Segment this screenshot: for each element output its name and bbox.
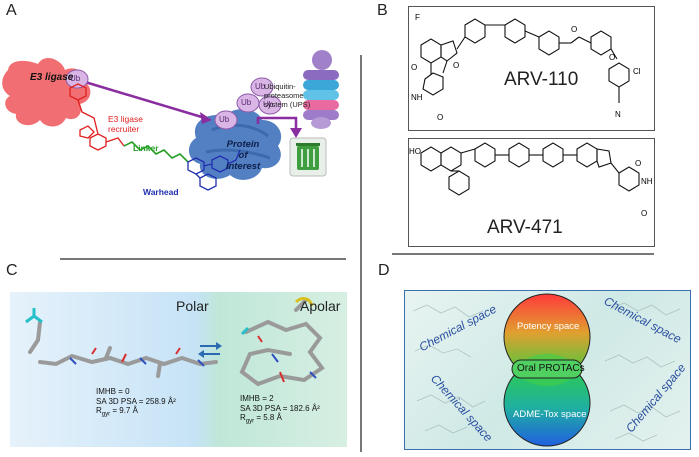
- ups-label-line3: system (UPS): [264, 100, 311, 109]
- polar-rgyr-sub: gyr: [101, 411, 111, 418]
- e3-recruiter-label: E3 ligase recruiter: [108, 114, 143, 134]
- atom-nh-2: NH: [641, 177, 653, 186]
- oral-protacs-pill: [511, 359, 583, 379]
- polar-label: Polar: [176, 298, 209, 314]
- atom-n-nitrile: N: [615, 110, 621, 119]
- ub-label-5: Ub: [219, 115, 230, 124]
- polar-rgyr: Rgyr = 9.7 Å: [96, 406, 176, 420]
- potency-space-label: Potency space: [517, 321, 580, 332]
- polar-rgyr-symbol: R: [96, 406, 102, 415]
- e3-ligase-blob: [2, 57, 91, 127]
- polar-imhb: IMHB = 0: [96, 387, 130, 396]
- protac-molecule: [69, 83, 241, 191]
- horizontal-divider-right: [392, 253, 654, 255]
- ub-label-3: Ub: [241, 98, 252, 107]
- ub-transfer-arrow: [84, 80, 206, 120]
- apolar-rgyr-sub: gyr: [245, 418, 255, 425]
- atom-nh: NH: [411, 93, 423, 102]
- polar-metrics: IMHB = 0 SA 3D PSA = 258.9 Å² Rgyr = 9.7…: [96, 387, 176, 420]
- protein-label-line3: interest: [225, 161, 261, 172]
- oral-protacs-label: Oral PROTACs: [517, 363, 585, 374]
- arv-110-structure: [420, 18, 630, 103]
- ups-label-line1: Ubiquitin-: [264, 82, 296, 91]
- panel-c-conformations: Polar Apolar IMHB = 0 SA 3D PSA = 258.9 …: [10, 292, 347, 447]
- panel-d-chemical-space: Potency space Oral PROTACs ADME-Tox spac…: [404, 290, 691, 450]
- atom-o-6: O: [641, 209, 648, 218]
- linker-label: Linker: [133, 143, 159, 153]
- atom-o-5: O: [635, 159, 642, 168]
- ups-label: Ubiquitin- proteasome system (UPS): [264, 82, 310, 109]
- ub-circles: [65, 69, 282, 130]
- apolar-label: Apolar: [300, 298, 341, 314]
- polar-psa: SA 3D PSA = 258.9 Å²: [96, 396, 176, 406]
- vertical-divider: [360, 55, 362, 452]
- apolar-rgyr-symbol: R: [240, 413, 246, 422]
- panel-letter-a: A: [6, 2, 17, 19]
- ub-label-4: Ub: [263, 100, 274, 109]
- panel-a-diagram: [2, 50, 339, 191]
- drug-label-arv-110: ARV-110: [504, 69, 579, 90]
- ub-label-2: Ub: [255, 82, 266, 91]
- equilibrium-arrows: [198, 342, 222, 358]
- arv-110-box: F O O NH O O O Cl N ARV-110: [408, 6, 655, 131]
- atom-o-4: O: [571, 25, 578, 34]
- protein-label-line1: Protein: [226, 139, 260, 150]
- apolar-psa: SA 3D PSA = 182.6 Å²: [240, 403, 320, 413]
- ub-label-1: Ub: [70, 74, 81, 83]
- warhead-label: Warhead: [143, 187, 179, 197]
- polar-rgyr-value: = 9.7 Å: [110, 406, 138, 415]
- e3-recruiter-label-line1: E3 ligase: [108, 114, 143, 124]
- horizontal-divider-left: [60, 258, 346, 260]
- protein-of-interest-label: Protein of interest: [218, 139, 268, 172]
- trash-bin-icon: [289, 137, 327, 177]
- atom-o-1: O: [453, 61, 460, 70]
- protein-label-line2: of: [238, 150, 248, 161]
- ups-label-line2: proteasome: [264, 91, 304, 100]
- panel-letter-c: C: [6, 262, 18, 279]
- apolar-metrics: IMHB = 2 SA 3D PSA = 182.6 Å² Rgyr = 5.8…: [240, 394, 320, 427]
- proteasome-icon: [303, 50, 339, 129]
- atom-o-2: O: [411, 63, 418, 72]
- atom-f: F: [415, 13, 420, 22]
- apolar-rgyr: Rgyr = 5.8 Å: [240, 413, 320, 427]
- venn-diagram: [412, 293, 681, 447]
- degradation-arrow: [256, 116, 298, 130]
- panel-letter-b: B: [377, 2, 388, 19]
- admet-space-label: ADME-Tox space: [513, 409, 587, 420]
- e3-recruiter-label-line2: recruiter: [108, 124, 140, 134]
- atom-ho: HO: [409, 147, 421, 156]
- atom-cl: Cl: [633, 67, 641, 76]
- arv-471-box: HO O NH O ARV-471: [408, 138, 655, 247]
- atom-o-3: O: [437, 113, 444, 122]
- drug-label-arv-471: ARV-471: [487, 217, 563, 238]
- apolar-rgyr-value: = 5.8 Å: [254, 413, 282, 422]
- arv-471-structure: [420, 142, 640, 196]
- e3-ligase-label: E3 ligase: [30, 72, 74, 83]
- atom-o-link: O: [609, 53, 616, 62]
- panel-letter-d: D: [378, 262, 390, 279]
- apolar-imhb: IMHB = 2: [240, 394, 274, 403]
- conformation-sticks: [25, 297, 325, 387]
